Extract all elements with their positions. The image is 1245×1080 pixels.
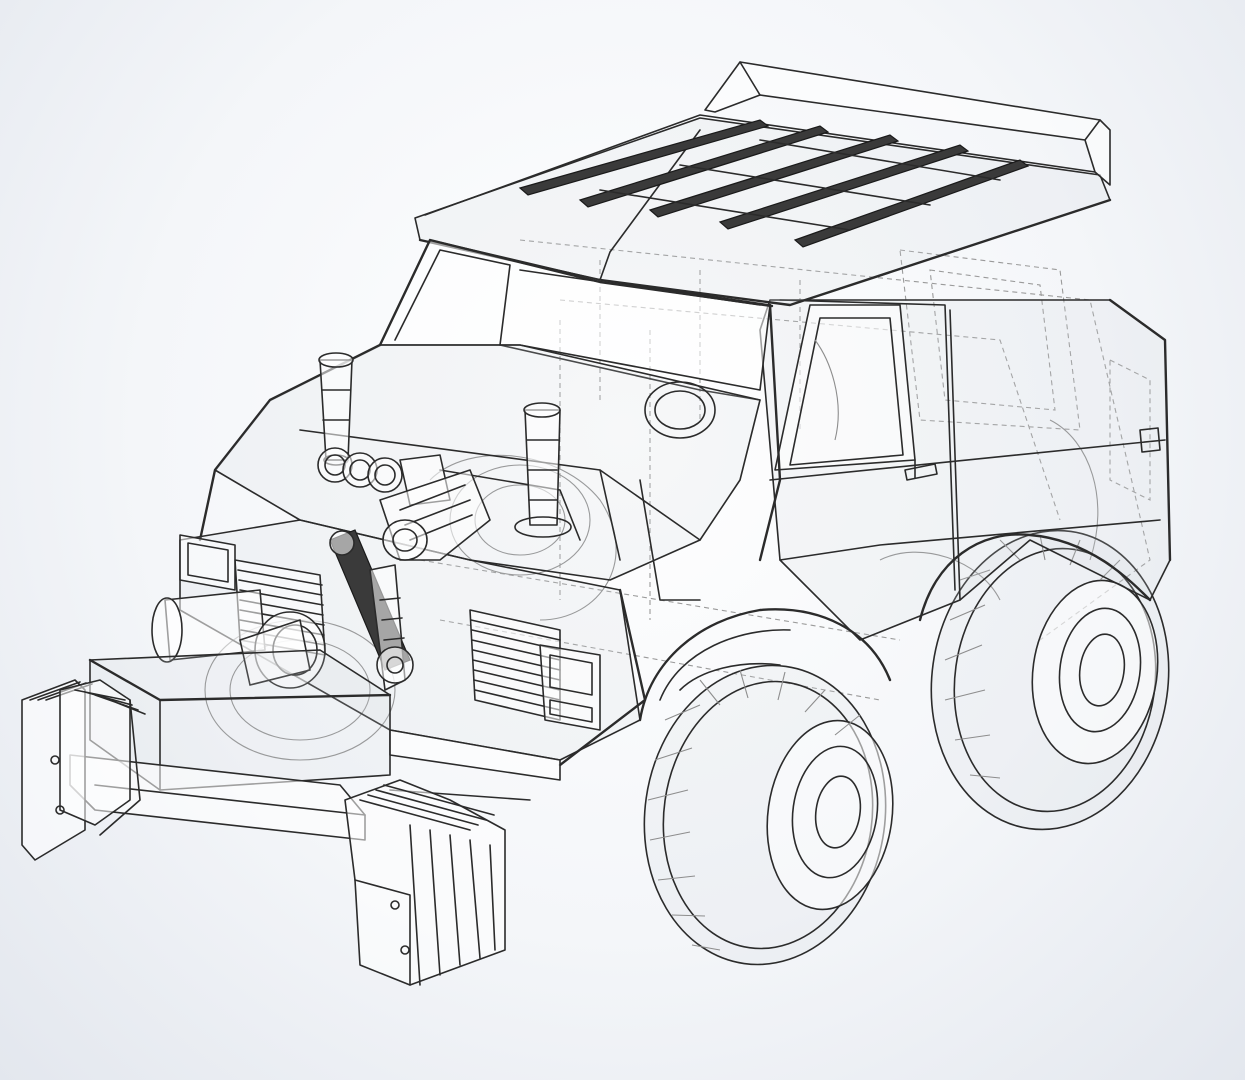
rear-fender xyxy=(918,533,1152,622)
rear-wheel[interactable] xyxy=(912,515,1187,845)
front-wheel[interactable] xyxy=(625,650,904,980)
snorkel[interactable] xyxy=(318,352,354,466)
intake-stack[interactable] xyxy=(514,402,572,538)
sliding-door xyxy=(949,309,961,601)
air-tanks[interactable] xyxy=(151,589,326,689)
front-fender xyxy=(638,608,892,722)
belt-drive[interactable] xyxy=(329,529,414,691)
steering-wheel xyxy=(644,381,716,439)
supercharger[interactable] xyxy=(379,469,491,561)
side-window[interactable] xyxy=(774,304,916,471)
roof-spoiler[interactable] xyxy=(704,61,1111,186)
bumper-plates[interactable] xyxy=(21,679,506,986)
roof-rack[interactable] xyxy=(518,119,1030,248)
headlight[interactable] xyxy=(179,534,601,731)
